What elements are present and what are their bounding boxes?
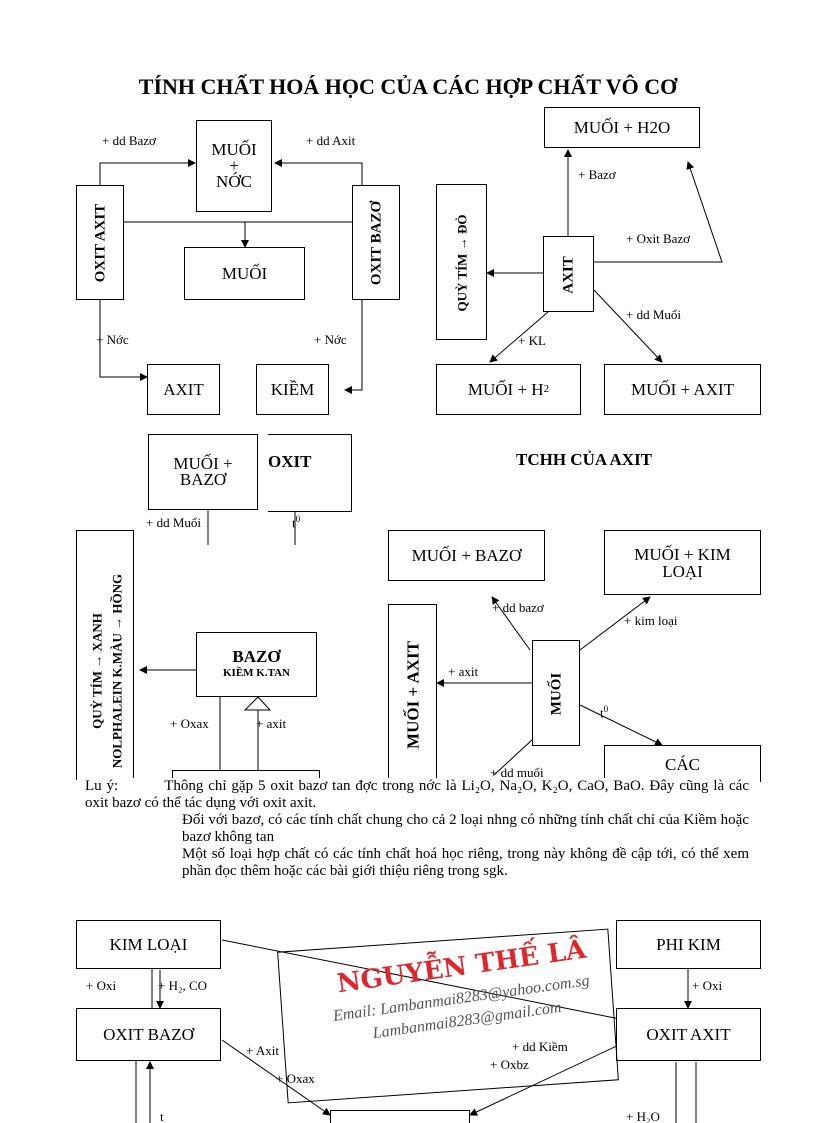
label-h2o: + H₂O [626,1109,660,1123]
muoi-axit-box: MUỐI + AXIT [604,364,761,415]
label-dd-bazo: + dd Bazơ [102,133,156,148]
note-paragraph-3: Một số loại hợp chất có các tính chất ho… [182,846,749,879]
muoi-bazo-box: MUỐI + BAZƠ [148,434,258,510]
muoi-h2-subscript: 2 [543,383,550,395]
label-nuoc-right: + Nớc [314,332,347,347]
muoi-bazo-line1: MUỐI + [173,454,233,473]
oxit-axit-box: OXIT AXIT [76,185,124,300]
muoi-h2-label: MUỐI + H [467,380,544,399]
rel-oxit-bazo-box: OXIT BAZƠ [76,1008,221,1061]
t0-letter: t [292,515,296,531]
muoi-nuoc-line2: + [229,156,239,175]
label-oxi-left: + Oxi [86,978,117,993]
muoi-box: MUỐI [184,247,305,300]
axit-box: AXIT [147,364,220,415]
axit-center-box: AXIT [543,236,594,312]
label-dd-kiem: + dd Kiềm [512,1039,568,1054]
note-paragraph-1: Lu ý:Thông chỉ gặp 5 oxit bazơ tan đợc t… [85,778,749,812]
label-salt-dd-muoi: + dd muối [490,765,544,780]
label-salt-dd-bazo: + dd bazơ [492,600,544,615]
muoi-bazo-line2: BAZƠ [179,470,227,489]
note-paragraph-2: Đối với bazơ, có các tính chất chung cho… [182,812,749,845]
muoi-h2o-box: MUỐI + H2O [544,107,700,148]
bazo-sub-label: KIỀM K.TAN [222,666,291,679]
label-salt-t0: t0 [600,702,608,720]
phenolphtalein-label: NOLPHALEIN K.MÀU → HỒNG [109,573,125,769]
label-oxax: + Oxax [170,716,209,731]
label-oxi-right: + Oxi [692,978,723,993]
quy-tim-do-label: QUỲ TÍM → ĐỎ [454,214,470,312]
salt-cac-label: CÁC [665,755,700,774]
salt-cac-box: CÁC [604,745,761,782]
label-rel-axit: + Axit [246,1043,279,1058]
muoi-kim-loai-line2: LOẠI [662,561,703,581]
quy-tim-xanh-label: QUỲ TÍM → XANH [89,613,105,729]
label-salt-axit: + axit [448,664,479,679]
oxit-bazo-label: OXIT BAZƠ [368,200,385,286]
oxit-caption-box: OXIT [268,434,352,512]
label-base-t0: t0 [292,512,300,530]
label-oxbz: + Oxbz [490,1057,529,1072]
oxit-axit-label: OXIT AXIT [92,203,109,283]
kiem-box: KIỀM [256,364,329,415]
note-block: Lu ý:Thông chỉ gặp 5 oxit bazơ tan đợc t… [85,778,749,880]
quy-tim-do-box: QUỲ TÍM → ĐỎ [436,184,487,340]
salt-center-label: MUỐI [548,672,565,716]
muoi-kim-loai-line1: MUỐI + KIM [634,544,731,564]
acid-caption: TCHH CỦA AXIT [516,450,653,469]
label-base-dd-muoi: + dd Muối [146,515,202,530]
label-salt-kim-loai: + kim loại [624,613,678,628]
base-indicator-box: QUỲ TÍM → XANH NOLPHALEIN K.MÀU → HỒNG [76,530,134,780]
phi-kim-box: PHI KIM [616,920,761,969]
oxit-caption-fragment: OXIT [268,452,312,471]
note-prefix: Lu ý: [85,778,119,794]
kim-loai-box: KIM LOẠI [76,920,221,969]
label-bazo: + Bazơ [578,167,616,182]
muoi-nuoc-box: MUỐI + NỚC [196,120,272,212]
bazo-box: BAZƠ KIỀM K.TAN [196,632,317,697]
salt-muoi-bazo-box: MUỐI + BAZƠ [388,530,545,581]
label-oxit-bazo: + Oxit Bazơ [626,231,691,246]
label-h2-co: + H₂, CO [158,978,208,993]
rel-oxit-axit-box: OXIT AXIT [616,1008,761,1061]
bazo-label: BAZƠ [232,646,281,666]
rel-bottom-partial-box [330,1110,470,1123]
salt-center-box: MUỐI [532,640,580,746]
salt-muoi-kim-loai-box: MUỐI + KIM LOẠI [604,530,761,595]
label-nuoc-left: + Nớc [96,332,129,347]
salt-t0-sup: 0 [603,704,609,714]
t0-sup: 0 [295,514,301,524]
muoi-nuoc-line3: NỚC [216,172,252,191]
page-title: TÍNH CHẤT HOÁ HỌC CỦA CÁC HỢP CHẤT VÔ CƠ [138,74,678,99]
salt-muoi-axit-box: MUỐI + AXIT [388,604,437,780]
muoi-nuoc-line1: MUỐI [211,140,257,159]
axit-center-label: AXIT [560,256,577,294]
label-base-axit: + axit [256,716,287,731]
label-dd-muoi: + dd Muối [626,307,682,322]
label-dd-axit: + dd Axit [306,133,356,148]
oxit-bazo-box: OXIT BAZƠ [352,185,400,300]
note-p1-text: Thông chỉ gặp 5 oxit bazơ tan đợc trong … [85,778,749,811]
label-rel-oxax: + Oxax [276,1071,315,1086]
salt-muoi-axit-label: MUỐI + AXIT [403,641,423,749]
label-rel-t: t [160,1109,164,1123]
label-kl: + KL [518,333,546,348]
salt-t0-letter: t [600,705,604,721]
